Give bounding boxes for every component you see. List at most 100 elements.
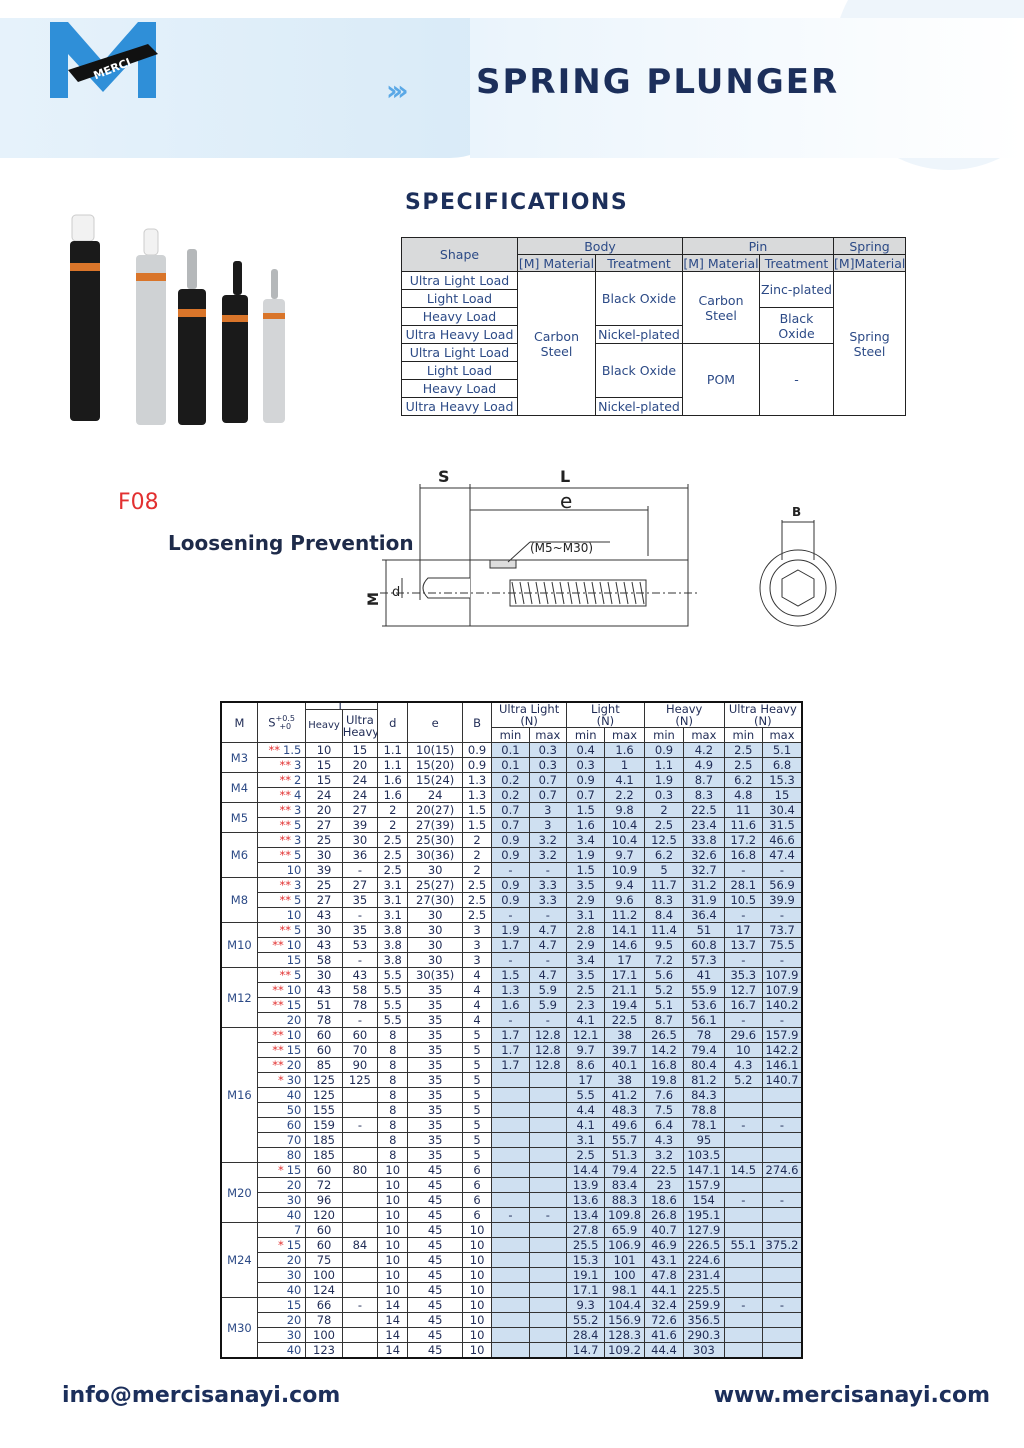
value-cell: 11.7	[643, 877, 685, 893]
stroke-cell: **15	[256, 997, 307, 1013]
value-cell	[528, 1087, 567, 1103]
value-cell: 55.7	[604, 1132, 645, 1148]
value-cell: 6.2	[723, 772, 763, 788]
footer-email[interactable]: info@mercisanayi.com	[62, 1383, 341, 1408]
value-cell	[723, 1207, 763, 1223]
value-cell: 10	[377, 1192, 409, 1208]
value-cell: 9.6	[604, 892, 645, 908]
value-cell: 1.1	[377, 757, 409, 773]
value-cell: 1.3	[491, 982, 530, 998]
pin-treatment-cell: Black Oxide	[758, 307, 835, 344]
value-cell: 98.1	[604, 1282, 645, 1298]
value-cell: 95	[683, 1132, 725, 1148]
value-cell	[528, 1237, 567, 1253]
value-cell: 15(24)	[407, 772, 463, 788]
merci-logo: MERCI	[50, 22, 158, 98]
value-cell: 38	[604, 1027, 645, 1043]
size-cell: M24	[220, 1222, 258, 1298]
value-cell: 3.1	[377, 892, 409, 908]
value-cell: 11.4	[643, 922, 685, 938]
value-cell: 51	[305, 997, 343, 1013]
value-cell: 3.2	[643, 1147, 685, 1163]
value-cell: 88.3	[604, 1192, 645, 1208]
value-cell: 30(36)	[407, 847, 463, 863]
value-cell: 41	[683, 967, 725, 983]
value-cell: 3	[528, 802, 567, 818]
value-cell: 43	[341, 967, 379, 983]
value-cell	[761, 1267, 803, 1283]
value-cell: -	[723, 952, 763, 968]
value-cell: 35	[407, 1057, 463, 1073]
value-cell: 104.4	[604, 1297, 645, 1313]
value-cell: 11.6	[723, 817, 763, 833]
value-cell	[528, 1147, 567, 1163]
value-cell	[491, 1297, 530, 1313]
value-cell: -	[491, 1207, 530, 1223]
pin-material-cell: POM	[682, 343, 760, 416]
col-heavy: Heavy(N)	[643, 701, 725, 728]
value-cell: 40.7	[643, 1222, 685, 1238]
shape-cell: Light Load	[401, 289, 518, 308]
value-cell: 31.2	[683, 877, 725, 893]
body-treatment-cell: Nickel-plated	[595, 397, 683, 416]
value-cell: 5.9	[528, 982, 567, 998]
value-cell: 10	[377, 1177, 409, 1193]
value-cell: 10	[377, 1267, 409, 1283]
value-cell: 2	[461, 832, 493, 848]
value-cell: 147.1	[683, 1162, 725, 1178]
value-cell	[341, 1252, 379, 1268]
stroke-cell: **5	[256, 967, 307, 983]
value-cell: 45	[407, 1297, 463, 1313]
size-cell: M6	[220, 832, 258, 878]
value-cell: 6	[461, 1162, 493, 1178]
value-cell: 22.5	[604, 1012, 645, 1028]
value-cell: 100	[305, 1327, 343, 1343]
value-cell: 27(30)	[407, 892, 463, 908]
stroke-cell: **2	[256, 772, 307, 788]
value-cell: 20(27)	[407, 802, 463, 818]
value-cell: 10	[377, 1222, 409, 1238]
value-cell: 10	[377, 1252, 409, 1268]
value-cell: 21.1	[604, 982, 645, 998]
value-cell: 78.1	[683, 1117, 725, 1133]
value-cell	[491, 1102, 530, 1118]
value-cell: 19.1	[565, 1267, 606, 1283]
stroke-cell: 20	[256, 1012, 307, 1028]
value-cell: 1.3	[461, 772, 493, 788]
value-cell	[761, 1177, 803, 1193]
stroke-cell: **10	[256, 1027, 307, 1043]
value-cell	[341, 1267, 379, 1283]
value-cell: 29.6	[723, 1027, 763, 1043]
model-name: Loosening Prevention	[168, 531, 414, 555]
value-cell: 46.9	[643, 1237, 685, 1253]
stroke-cell: 70	[256, 1132, 307, 1148]
value-cell: 0.4	[565, 742, 606, 758]
value-cell: 14.7	[565, 1342, 606, 1359]
hdr-spring-material: [M]Material	[833, 254, 907, 272]
value-cell: 5	[461, 1057, 493, 1073]
value-cell: 140.2	[761, 997, 803, 1013]
value-cell: 2	[377, 817, 409, 833]
value-cell: 4	[461, 967, 493, 983]
value-cell: 3.4	[565, 952, 606, 968]
footer-website[interactable]: www.mercisanayi.com	[713, 1383, 990, 1408]
value-cell: 5	[461, 1042, 493, 1058]
value-cell: 146.1	[761, 1057, 803, 1073]
value-cell: 10	[461, 1237, 493, 1253]
value-cell: 3.3	[528, 892, 567, 908]
value-cell: 32.6	[683, 847, 725, 863]
value-cell: 39.9	[761, 892, 803, 908]
value-cell: 120	[305, 1207, 343, 1223]
value-cell: 4	[461, 997, 493, 1013]
value-cell: 0.7	[565, 787, 606, 803]
size-cell: M3	[220, 742, 258, 773]
value-cell: 45	[407, 1162, 463, 1178]
dim-e-label: e	[560, 489, 572, 513]
value-cell: 6	[461, 1177, 493, 1193]
value-cell: 8	[377, 1117, 409, 1133]
